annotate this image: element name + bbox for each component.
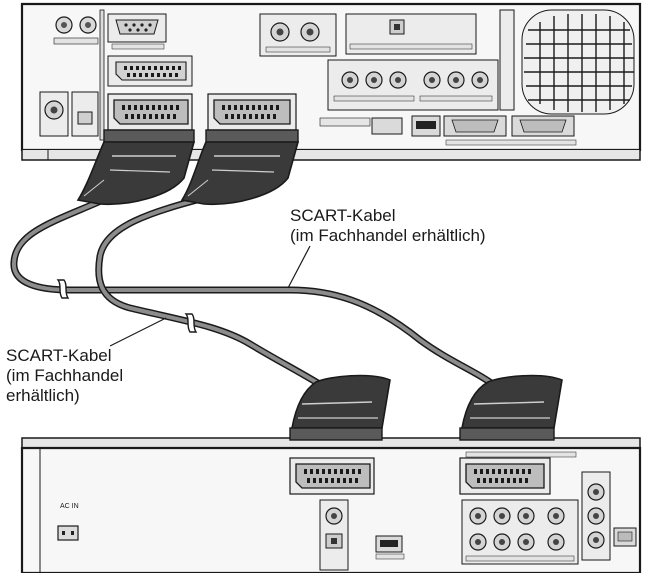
lower-coax-optical <box>320 500 348 570</box>
lower-component-jacks <box>582 472 610 560</box>
upper-panel-divider <box>100 10 104 140</box>
label-leader-top <box>288 246 310 288</box>
cable-label-left-line1: SCART-Kabel <box>6 346 123 366</box>
serial-port <box>108 14 166 49</box>
lower-hdmi <box>376 536 404 559</box>
ventilation-grille <box>522 10 634 114</box>
label-leader-left <box>110 318 166 346</box>
cable-1-break-mark <box>58 280 68 298</box>
cable-label-left-line2: (im Fachhandel <box>6 366 123 386</box>
cable-label-top-line1: SCART-Kabel <box>290 206 486 226</box>
scart-socket-av2-connected <box>208 94 296 130</box>
upper-panel-rail <box>500 10 514 110</box>
cable-label-left: SCART-Kabel (im Fachhandel erhältlich) <box>6 346 123 406</box>
scart-socket-av2 <box>108 56 192 86</box>
cable-2-break-mark <box>186 314 196 332</box>
lower-scart-socket-1 <box>290 458 374 494</box>
scart-plug-lower-1 <box>290 376 390 440</box>
rf-in-out <box>260 14 336 56</box>
svg-text:AC IN: AC IN <box>60 503 79 510</box>
lower-device: AC IN <box>22 438 640 573</box>
scart-plug-lower-2 <box>460 376 562 440</box>
lower-extra-port <box>614 528 636 546</box>
rca-jacks <box>328 60 498 110</box>
cable-label-left-line3: erhältlich) <box>6 386 123 406</box>
cable-label-top-line2: (im Fachhandel erhältlich) <box>290 226 486 246</box>
cable-label-top: SCART-Kabel (im Fachhandel erhältlich) <box>290 206 486 246</box>
digital-audio-out <box>346 14 476 54</box>
lower-rca-jacks <box>462 500 578 564</box>
